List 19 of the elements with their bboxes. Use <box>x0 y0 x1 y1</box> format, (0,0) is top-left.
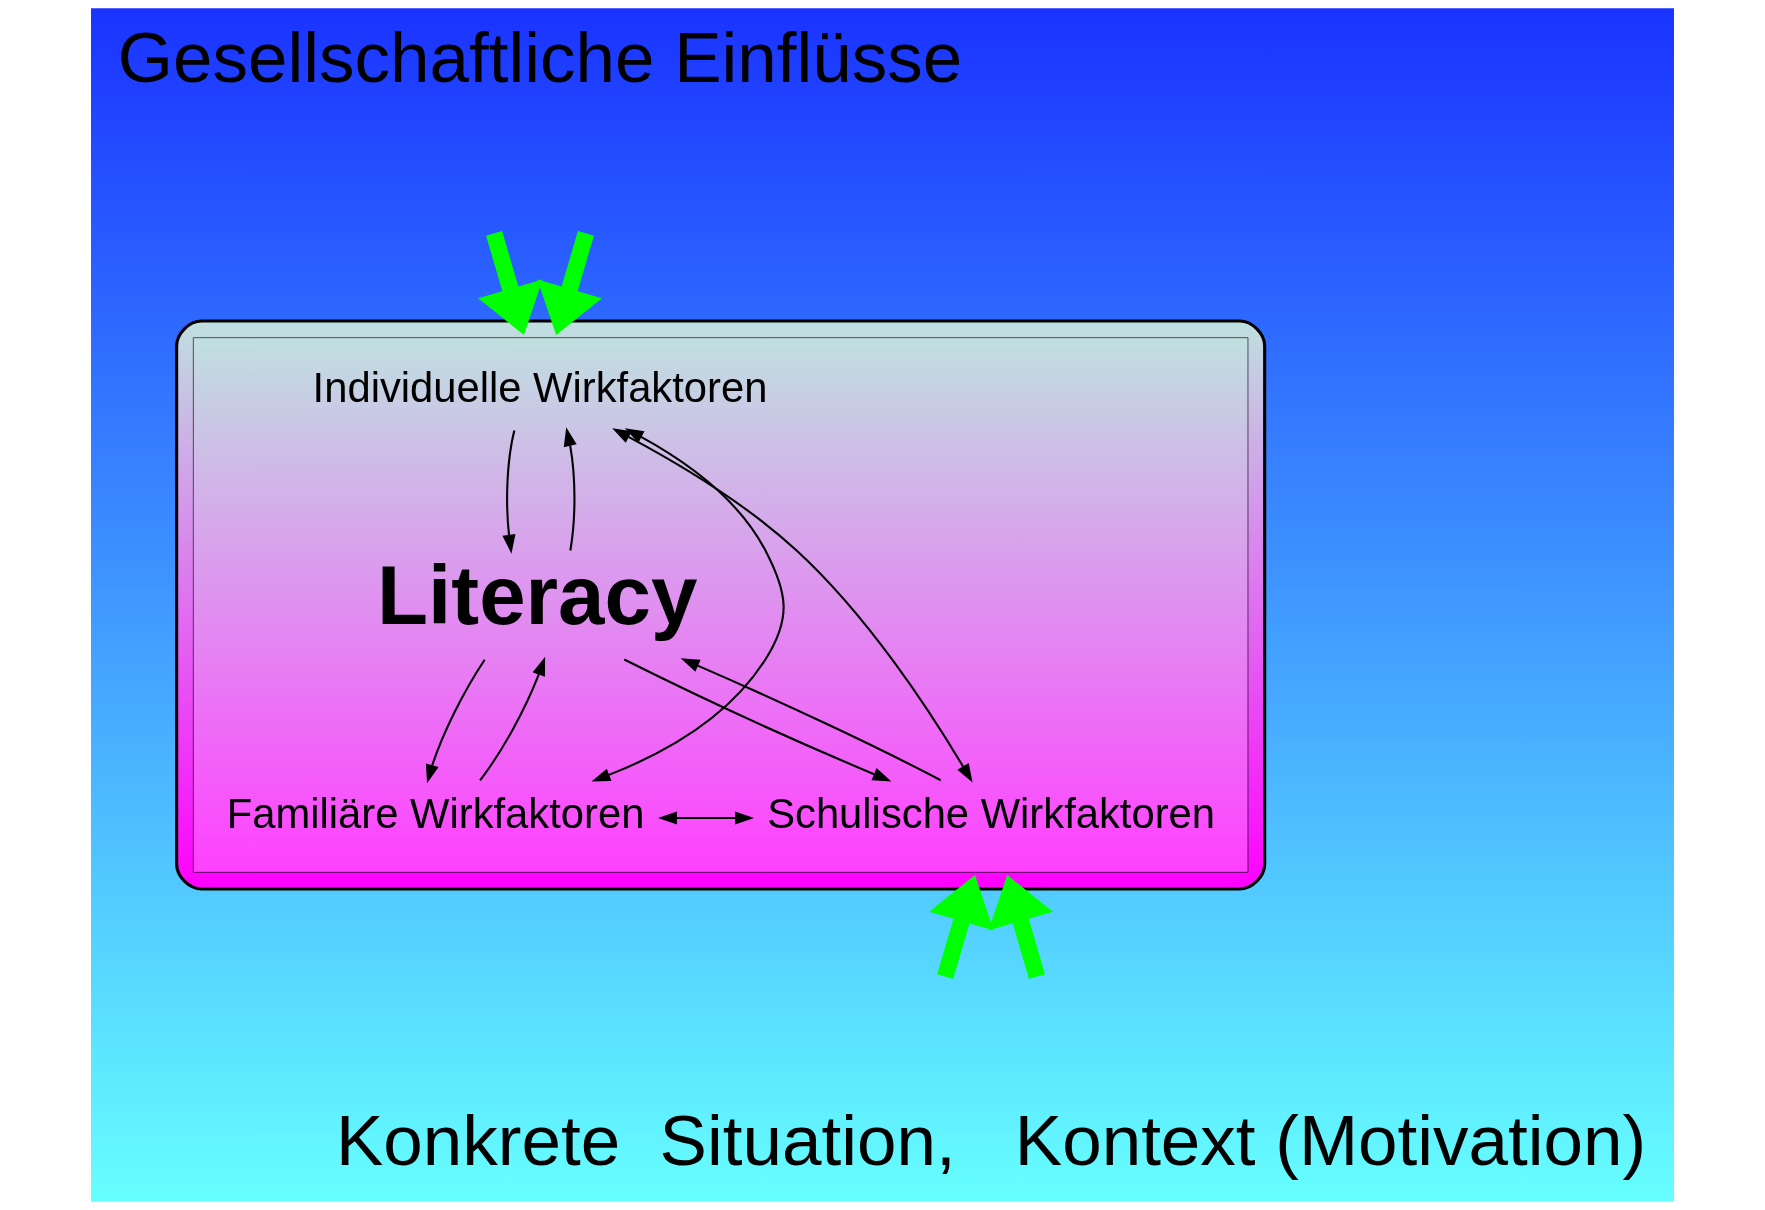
node-text: Literacy <box>377 547 698 642</box>
label: Gesellschaftliche Einflüsse <box>117 17 963 97</box>
arrow <box>502 430 516 554</box>
arrow <box>591 428 785 782</box>
arrow <box>537 231 602 335</box>
arrow <box>680 658 942 782</box>
node-text: Familiäre Wirkfaktoren <box>226 790 645 838</box>
node-text: Schulische Wirkfaktoren <box>767 790 1216 838</box>
arrow <box>425 659 486 784</box>
arrow <box>479 656 546 781</box>
arrow <box>612 428 973 783</box>
arrow <box>623 658 892 782</box>
arrow <box>658 811 754 825</box>
label: Konkrete Situation, Kontext (Motivation) <box>335 1100 1647 1180</box>
arrow <box>988 875 1053 979</box>
arrow <box>929 875 994 979</box>
arrow <box>478 231 543 335</box>
arrow <box>563 427 577 551</box>
node-text: Individuelle Wirkfaktoren <box>312 364 768 412</box>
